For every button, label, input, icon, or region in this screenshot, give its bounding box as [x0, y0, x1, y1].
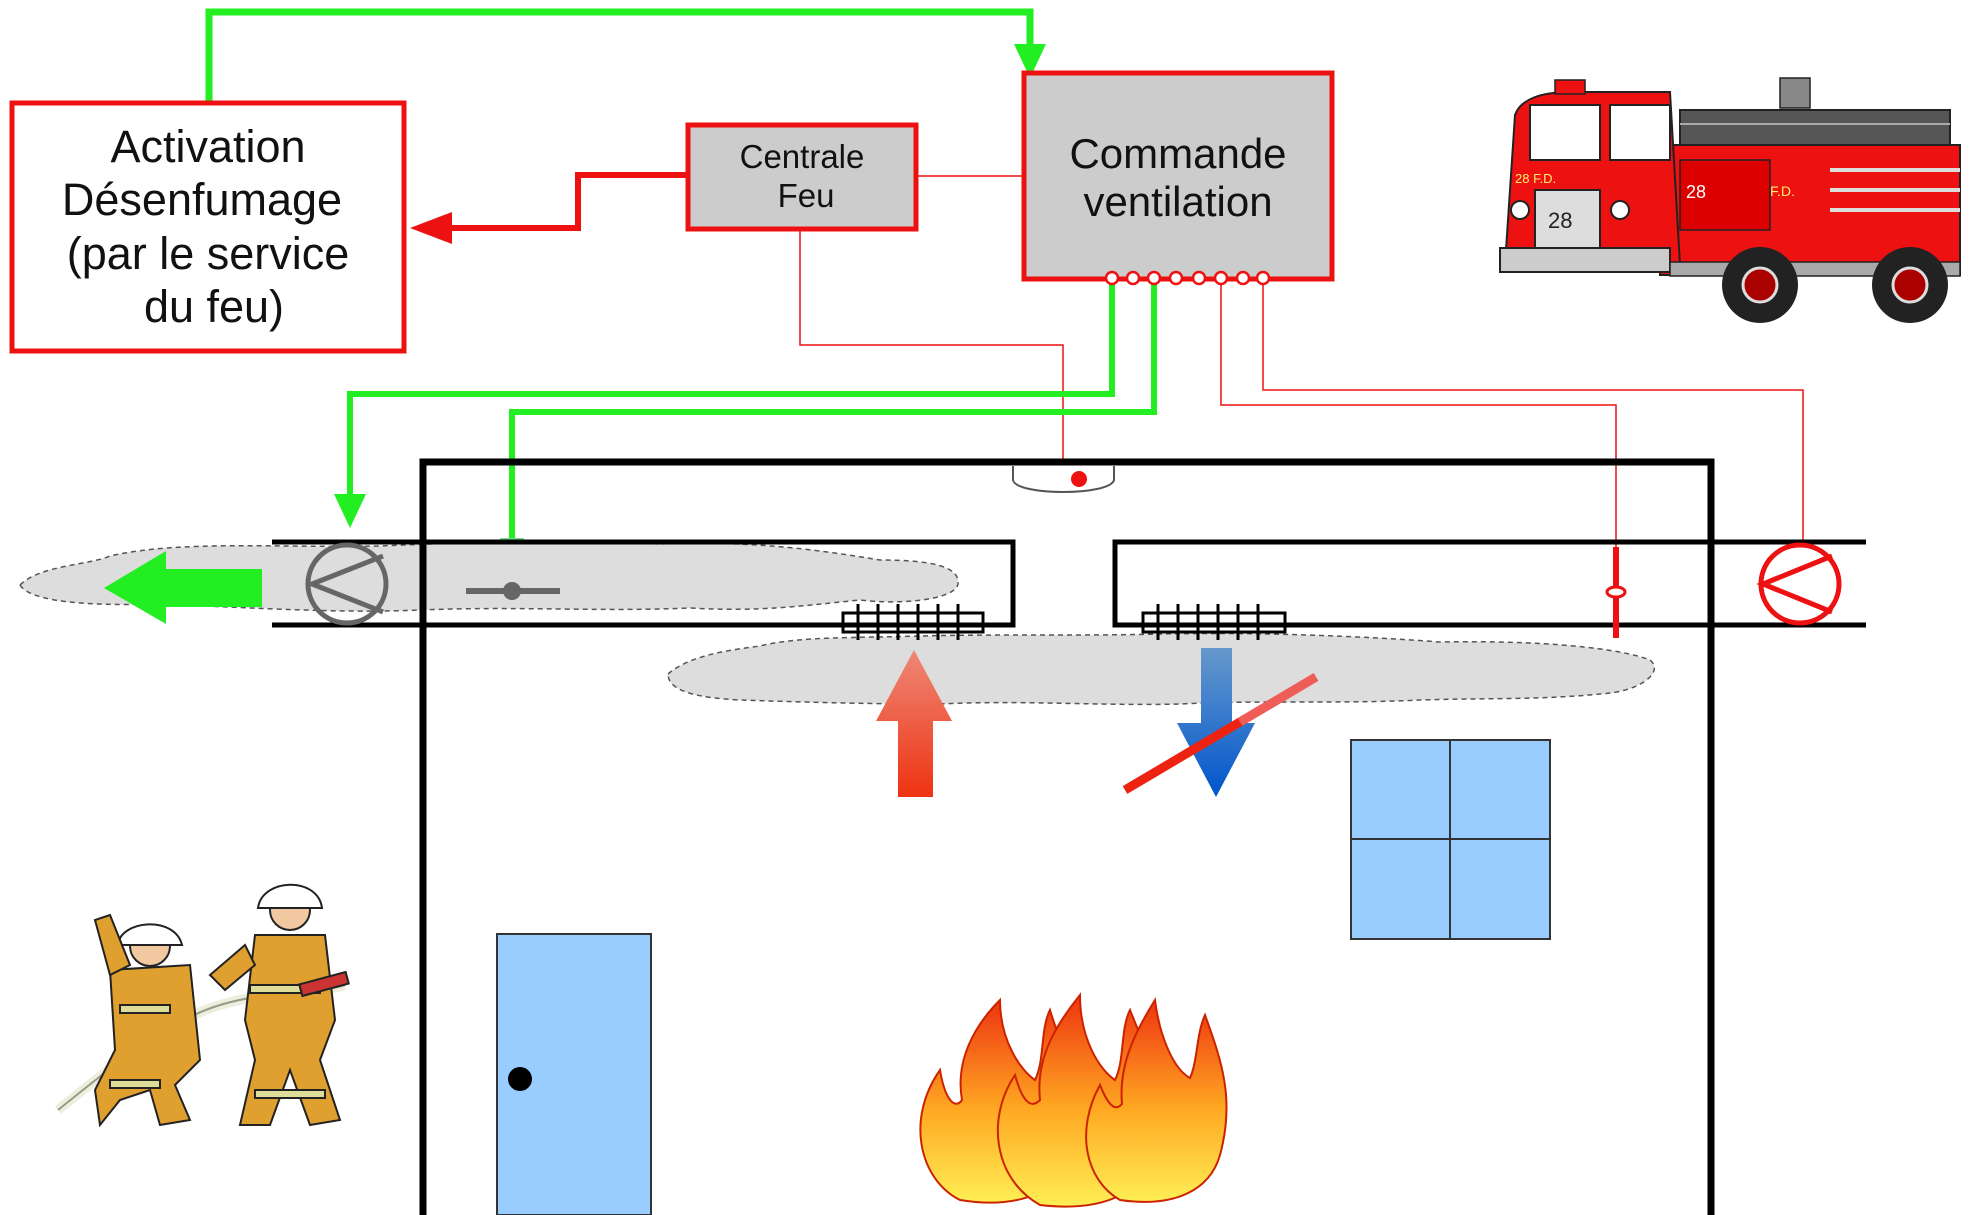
centrale-line-1: Centrale [740, 138, 865, 175]
commande-line-2: ventilation [1083, 178, 1272, 225]
green-signal-activation-to-commande [205, 8, 1034, 103]
link-commande-supply-fan [1262, 278, 1804, 546]
duct-right [1112, 539, 1866, 628]
green-signal-commande-to-fan [347, 278, 1115, 518]
truck-number-door: 28 [1686, 182, 1706, 202]
right-damper-icon [1605, 547, 1627, 638]
commande-line-1: Commande [1069, 130, 1286, 177]
hot-air-up-arrow-icon [876, 650, 952, 797]
link-commande-damper [1220, 278, 1617, 560]
activation-box: Activation Désenfumage (par le service d… [9, 100, 407, 354]
activation-line-1: Activation [110, 121, 305, 172]
duct-left [272, 539, 1016, 628]
extraction-fan-icon [305, 542, 389, 626]
commande-ventilation-box: Commande ventilation [1021, 70, 1335, 286]
smoke-cloud-ceiling [667, 632, 1656, 706]
link-centrale-detector [799, 230, 1064, 462]
supply-fan-icon [1756, 542, 1842, 626]
fire-truck-illustration: F.D. 28 F.D. 28 28 [1499, 77, 1961, 323]
red-arrowhead-activation [410, 212, 452, 244]
blocked-supply-slash-fade [1237, 673, 1319, 726]
green-arrowhead-commande [1014, 44, 1046, 78]
extraction-grille [841, 604, 985, 640]
door [496, 933, 652, 1215]
red-signal-centrale-to-activation [440, 172, 688, 231]
left-damper-icon [466, 582, 560, 600]
door-knob [508, 1067, 532, 1091]
centrale-line-2: Feu [778, 177, 835, 214]
exhaust-green-arrow-icon [104, 551, 262, 624]
centrale-feu-box: Centrale Feu [685, 122, 919, 232]
activation-line-2: Désenfumage [62, 174, 342, 225]
window [1350, 739, 1551, 940]
green-arrowhead-fan [334, 494, 366, 528]
firefighters-illustration [54, 883, 350, 1128]
flames-illustration [919, 992, 1228, 1208]
green-signal-commande-to-damper [509, 278, 1157, 545]
commande-terminals [1104, 270, 1271, 286]
smoke-detector [1012, 466, 1115, 493]
truck-marking-rear: F.D. [1770, 183, 1795, 199]
activation-line-4: du feu) [144, 281, 284, 332]
activation-line-3: (par le service [67, 228, 350, 279]
truck-marking-front: 28 F.D. [1515, 171, 1556, 186]
building-outline [419, 458, 1715, 1215]
supply-grille [1141, 604, 1287, 640]
cold-air-down-arrow-icon [1177, 648, 1255, 797]
truck-number-front: 28 [1548, 208, 1572, 233]
